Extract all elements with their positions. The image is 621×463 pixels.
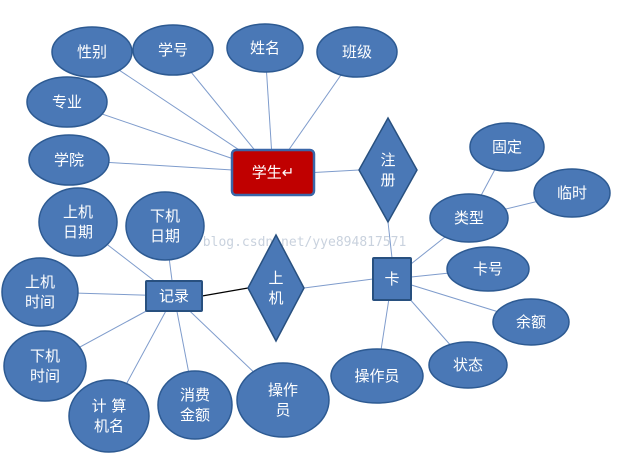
attribute-record-operator [236,362,330,438]
diagram-shapes: 性别学号姓名班级专业学院固定临时类型卡号余额状态操作员上机日期下机日期上机时间下… [1,23,611,453]
relation-register [358,116,418,224]
line-record-board [201,287,249,297]
entity-record [145,280,203,312]
attribute-major [26,76,108,128]
attribute-student-id [132,24,214,76]
attribute-status [428,341,508,389]
attribute-temporary [533,168,611,218]
attribute-class-label: 班级 [342,43,372,61]
attribute-balance [492,298,570,346]
relation-register-label: 注 [380,151,395,169]
attribute-logout-date-label: 下机 [150,207,180,225]
attribute-logout-time-label: 下机 [30,347,60,365]
attribute-college [28,134,110,186]
attribute-logout-time [3,330,87,402]
attribute-login-time [1,257,79,327]
entity-record-label: 记录 [159,287,189,305]
attribute-balance-label: 余额 [516,313,546,331]
line-student-register [313,169,360,173]
attribute-consume-amount-label: 消费 [180,386,210,404]
attribute-fixed [469,122,545,172]
attribute-name-label: 姓名 [250,39,280,57]
attribute-fixed-label: 固定 [492,138,522,156]
entity-student [230,148,316,197]
attribute-card-type-label: 类型 [454,209,484,227]
line-board-card [303,278,374,289]
attribute-computer-name-label: 计 算 [92,397,127,415]
entity-student-label: 学生↵ [252,164,295,182]
attribute-card-operator-label: 操作员 [354,367,399,385]
attribute-card-operator [330,348,424,404]
attribute-card-no-label: 卡号 [473,260,503,278]
attribute-card-type [429,193,509,243]
attribute-login-date-label: 上机 [63,203,93,221]
attribute-college-label: 学院 [54,151,84,169]
attribute-computer-name-label: 机名 [94,417,124,435]
attribute-class [316,26,398,78]
attribute-login-time-label: 上机 [25,273,55,291]
attribute-logout-date [125,191,205,261]
attribute-status-label: 状态 [453,356,483,374]
attribute-student-id-label: 学号 [158,41,188,59]
entity-card-label: 卡 [384,270,399,288]
attribute-login-time-label: 时间 [25,293,55,311]
attribute-major-label: 专业 [52,93,82,111]
line-register-card [387,221,393,259]
attribute-logout-time-label: 时间 [30,367,60,385]
attribute-name [226,23,304,73]
attribute-card-no [446,246,530,292]
relation-register-label: 册 [380,171,395,189]
attribute-gender [51,26,133,78]
attribute-temporary-label: 临时 [557,184,587,202]
entity-card [372,257,412,301]
relation-board-label: 上 [268,269,283,287]
attribute-gender-label: 性别 [77,43,107,61]
attribute-record-operator-label: 员 [275,401,290,419]
attribute-consume-amount-label: 金额 [180,406,210,424]
relation-board [247,233,305,343]
attribute-login-date-label: 日期 [63,223,93,241]
attribute-consume-amount [157,370,233,440]
attribute-login-date [38,187,118,257]
attribute-computer-name [68,379,150,453]
attribute-logout-date-label: 日期 [150,227,180,245]
attribute-record-operator-label: 操作 [268,381,298,399]
relation-board-label: 机 [268,289,283,307]
